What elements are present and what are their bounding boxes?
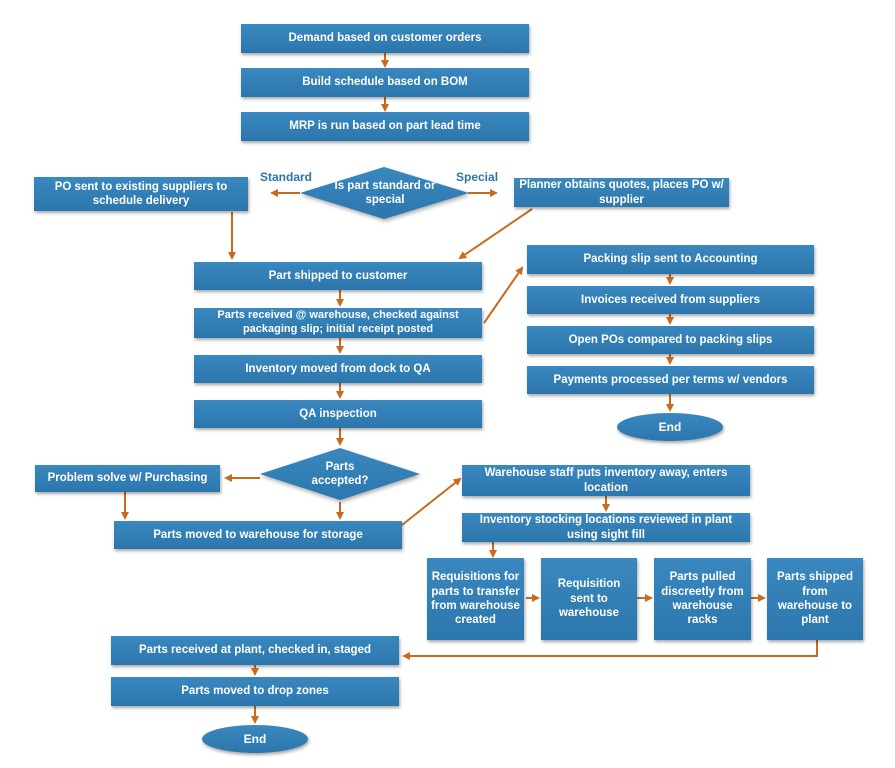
mrp-box: MRP is run based on part lead time bbox=[241, 112, 529, 141]
demand-box: Demand based on customer orders bbox=[241, 24, 529, 53]
decision-standard-diamond bbox=[300, 167, 469, 219]
arrow-storage-to-staff bbox=[401, 477, 462, 526]
arrow-planner-to-part-shipped bbox=[458, 208, 533, 260]
decision-accepted-diamond bbox=[260, 448, 420, 500]
parts-received-warehouse-box: Parts received @ warehouse, checked agai… bbox=[194, 308, 482, 338]
staff-puts-away-box: Warehouse staff puts inventory away, ent… bbox=[462, 465, 750, 496]
requisition-sent-box: Requisition sent to warehouse bbox=[541, 558, 637, 640]
arrow-shipped-to-plant bbox=[402, 640, 818, 660]
planner-quotes-box: Planner obtains quotes, places PO w/ sup… bbox=[514, 178, 729, 207]
decision-standard-text: Is part standard or special bbox=[334, 179, 436, 206]
special-label: Special bbox=[456, 170, 499, 184]
parts-pulled-box: Parts pulled discreetly from warehouse r… bbox=[654, 558, 751, 640]
qa-inspection-box: QA inspection bbox=[194, 400, 482, 428]
packing-slip-box: Packing slip sent to Accounting bbox=[527, 245, 814, 274]
stocking-reviewed-box: Inventory stocking locations reviewed in… bbox=[462, 513, 750, 542]
decision-accepted-text: Parts accepted? bbox=[311, 460, 369, 487]
end-accounting-oval: End bbox=[617, 413, 723, 441]
invoices-received-box: Invoices received from suppliers bbox=[527, 286, 814, 314]
parts-received-plant-box: Parts received at plant, checked in, sta… bbox=[111, 636, 399, 665]
parts-to-storage-box: Parts moved to warehouse for storage bbox=[114, 521, 402, 549]
payments-box: Payments processed per terms w/ vendors bbox=[527, 366, 814, 394]
open-pos-box: Open POs compared to packing slips bbox=[527, 326, 814, 354]
arrow-received-to-packing-slip bbox=[483, 266, 524, 324]
po-existing-box: PO sent to existing suppliers to schedul… bbox=[34, 177, 248, 211]
requisitions-created-box: Requisitions for parts to transfer from … bbox=[427, 558, 524, 640]
part-shipped-box: Part shipped to customer bbox=[194, 262, 482, 290]
inventory-moved-box: Inventory moved from dock to QA bbox=[194, 355, 482, 383]
build-schedule-box: Build schedule based on BOM bbox=[241, 68, 529, 97]
drop-zones-box: Parts moved to drop zones bbox=[111, 677, 399, 706]
standard-label: Standard bbox=[260, 170, 313, 184]
end-main-oval: End bbox=[202, 725, 308, 753]
problem-solve-box: Problem solve w/ Purchasing bbox=[35, 465, 220, 492]
parts-shipped-plant-box: Parts shipped from warehouse to plant bbox=[767, 558, 863, 640]
